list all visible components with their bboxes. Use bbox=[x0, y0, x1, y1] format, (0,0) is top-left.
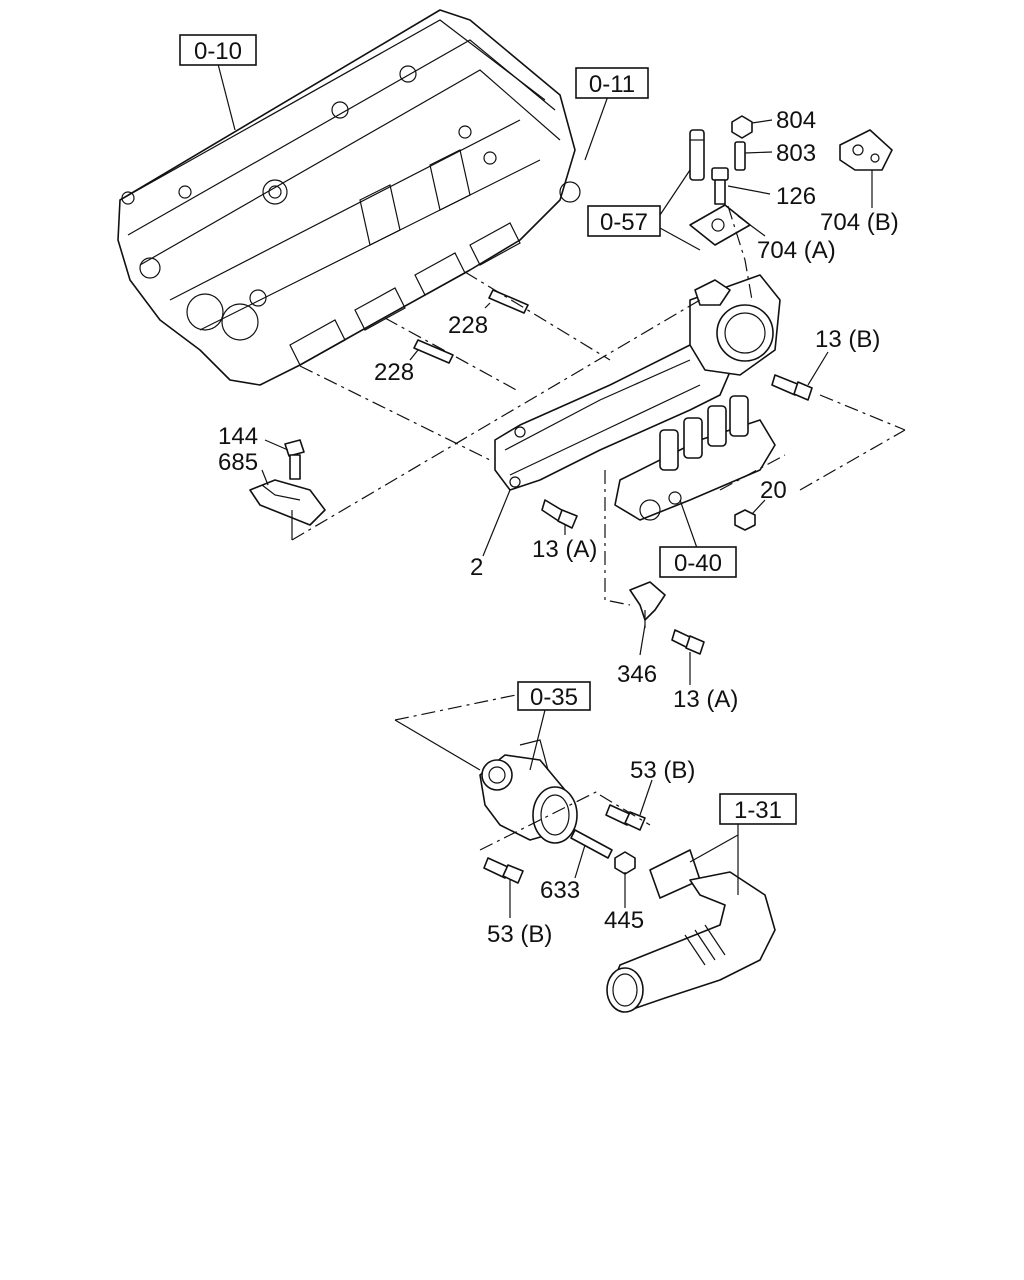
cylinder-head bbox=[117, 9, 581, 386]
nut-445 bbox=[614, 851, 636, 875]
label-633: 633 bbox=[540, 877, 580, 904]
label-20: 20 bbox=[760, 477, 787, 504]
ref-box-1-31: 1-31 bbox=[719, 793, 797, 825]
ref-0-40: 0-40 bbox=[674, 550, 722, 577]
injector-block bbox=[614, 395, 776, 521]
bolt-144 bbox=[284, 439, 305, 480]
ref-box-0-10: 0-10 bbox=[179, 34, 257, 66]
label-445: 445 bbox=[604, 907, 644, 934]
label-13a-lower: 13 (A) bbox=[673, 686, 738, 713]
bolt-13a-upper bbox=[541, 499, 578, 529]
label-685: 685 bbox=[218, 449, 258, 476]
intake-hose bbox=[606, 849, 776, 1013]
bolt-13a-lower bbox=[671, 629, 705, 655]
label-804: 804 bbox=[776, 107, 816, 134]
bracket-346 bbox=[629, 581, 666, 628]
stud-0-57 bbox=[689, 129, 705, 181]
label-13b: 13 (B) bbox=[815, 326, 880, 353]
stud-228-lower bbox=[413, 339, 454, 364]
ref-box-0-35: 0-35 bbox=[517, 681, 591, 711]
assembly-lines bbox=[291, 205, 906, 851]
label-53b-lower: 53 (B) bbox=[487, 921, 552, 948]
ref-0-35: 0-35 bbox=[530, 684, 578, 711]
label-144: 144 bbox=[218, 423, 258, 450]
leader-lines bbox=[217, 63, 873, 918]
part-labels: 804 803 126 704 (B) 704 (A) 228 228 13 (… bbox=[218, 107, 899, 948]
bolt-53b-lower bbox=[483, 857, 524, 884]
throttle-body bbox=[479, 739, 578, 844]
ref-0-11: 0-11 bbox=[589, 71, 635, 98]
stud-633 bbox=[570, 829, 613, 859]
label-704a: 704 (A) bbox=[757, 237, 836, 264]
bolt-803 bbox=[734, 141, 746, 171]
ref-box-0-57: 0-57 bbox=[587, 205, 661, 237]
ref-box-0-11: 0-11 bbox=[575, 67, 649, 99]
bolt-13b bbox=[771, 374, 813, 401]
intake-manifold bbox=[494, 274, 781, 491]
stud-228-upper bbox=[488, 289, 529, 314]
ref-1-31: 1-31 bbox=[734, 797, 782, 824]
label-346: 346 bbox=[617, 661, 657, 688]
label-2: 2 bbox=[470, 554, 483, 581]
bolt-126 bbox=[711, 167, 729, 205]
gasket-704a bbox=[689, 204, 751, 246]
label-803: 803 bbox=[776, 140, 816, 167]
label-13a-upper: 13 (A) bbox=[532, 536, 597, 563]
ref-box-0-40: 0-40 bbox=[659, 546, 737, 578]
ref-0-57: 0-57 bbox=[600, 209, 648, 236]
label-704b: 704 (B) bbox=[820, 209, 899, 236]
plate-704b bbox=[839, 129, 893, 171]
nut-804 bbox=[731, 115, 753, 139]
clip-685 bbox=[249, 479, 326, 526]
label-126: 126 bbox=[776, 183, 816, 210]
label-228-lower: 228 bbox=[374, 359, 414, 386]
nut-20 bbox=[734, 509, 756, 531]
label-53b-upper: 53 (B) bbox=[630, 757, 695, 784]
label-228-upper: 228 bbox=[448, 312, 488, 339]
bolt-53b-upper bbox=[605, 804, 646, 831]
ref-0-10: 0-10 bbox=[194, 38, 242, 65]
